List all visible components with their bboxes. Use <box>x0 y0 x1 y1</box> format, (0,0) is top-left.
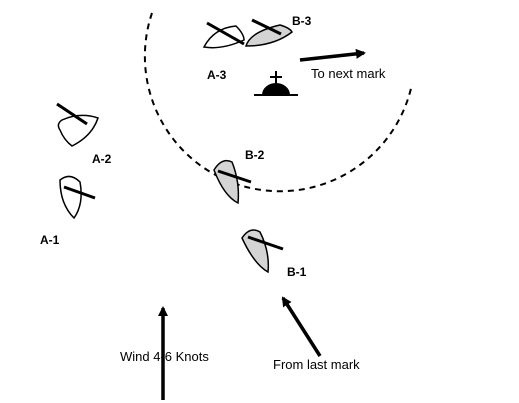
boat-b1-label: B-1 <box>287 265 307 279</box>
from-last-mark-arrow <box>281 296 322 357</box>
boat-b3 <box>245 18 293 47</box>
boat-a2 <box>56 102 99 147</box>
boat-b2-label: B-2 <box>245 148 265 162</box>
mark-buoy-icon <box>254 71 298 96</box>
boat-b3-label: B-3 <box>292 14 312 28</box>
to-next-mark-label: To next mark <box>311 66 386 81</box>
from-last-mark-label: From last mark <box>273 357 360 372</box>
boat-a2-label: A-2 <box>92 152 112 166</box>
boat-b1 <box>241 229 284 274</box>
boat-a3-label: A-3 <box>207 68 227 82</box>
to-next-mark-arrow <box>299 48 366 62</box>
boat-a3 <box>202 21 245 49</box>
boat-a1 <box>59 175 96 220</box>
boat-b2 <box>213 159 252 205</box>
boat-a1-label: A-1 <box>40 233 60 247</box>
mark-zone-circle <box>143 12 413 193</box>
wind-label: Wind 4-6 Knots <box>120 349 209 364</box>
